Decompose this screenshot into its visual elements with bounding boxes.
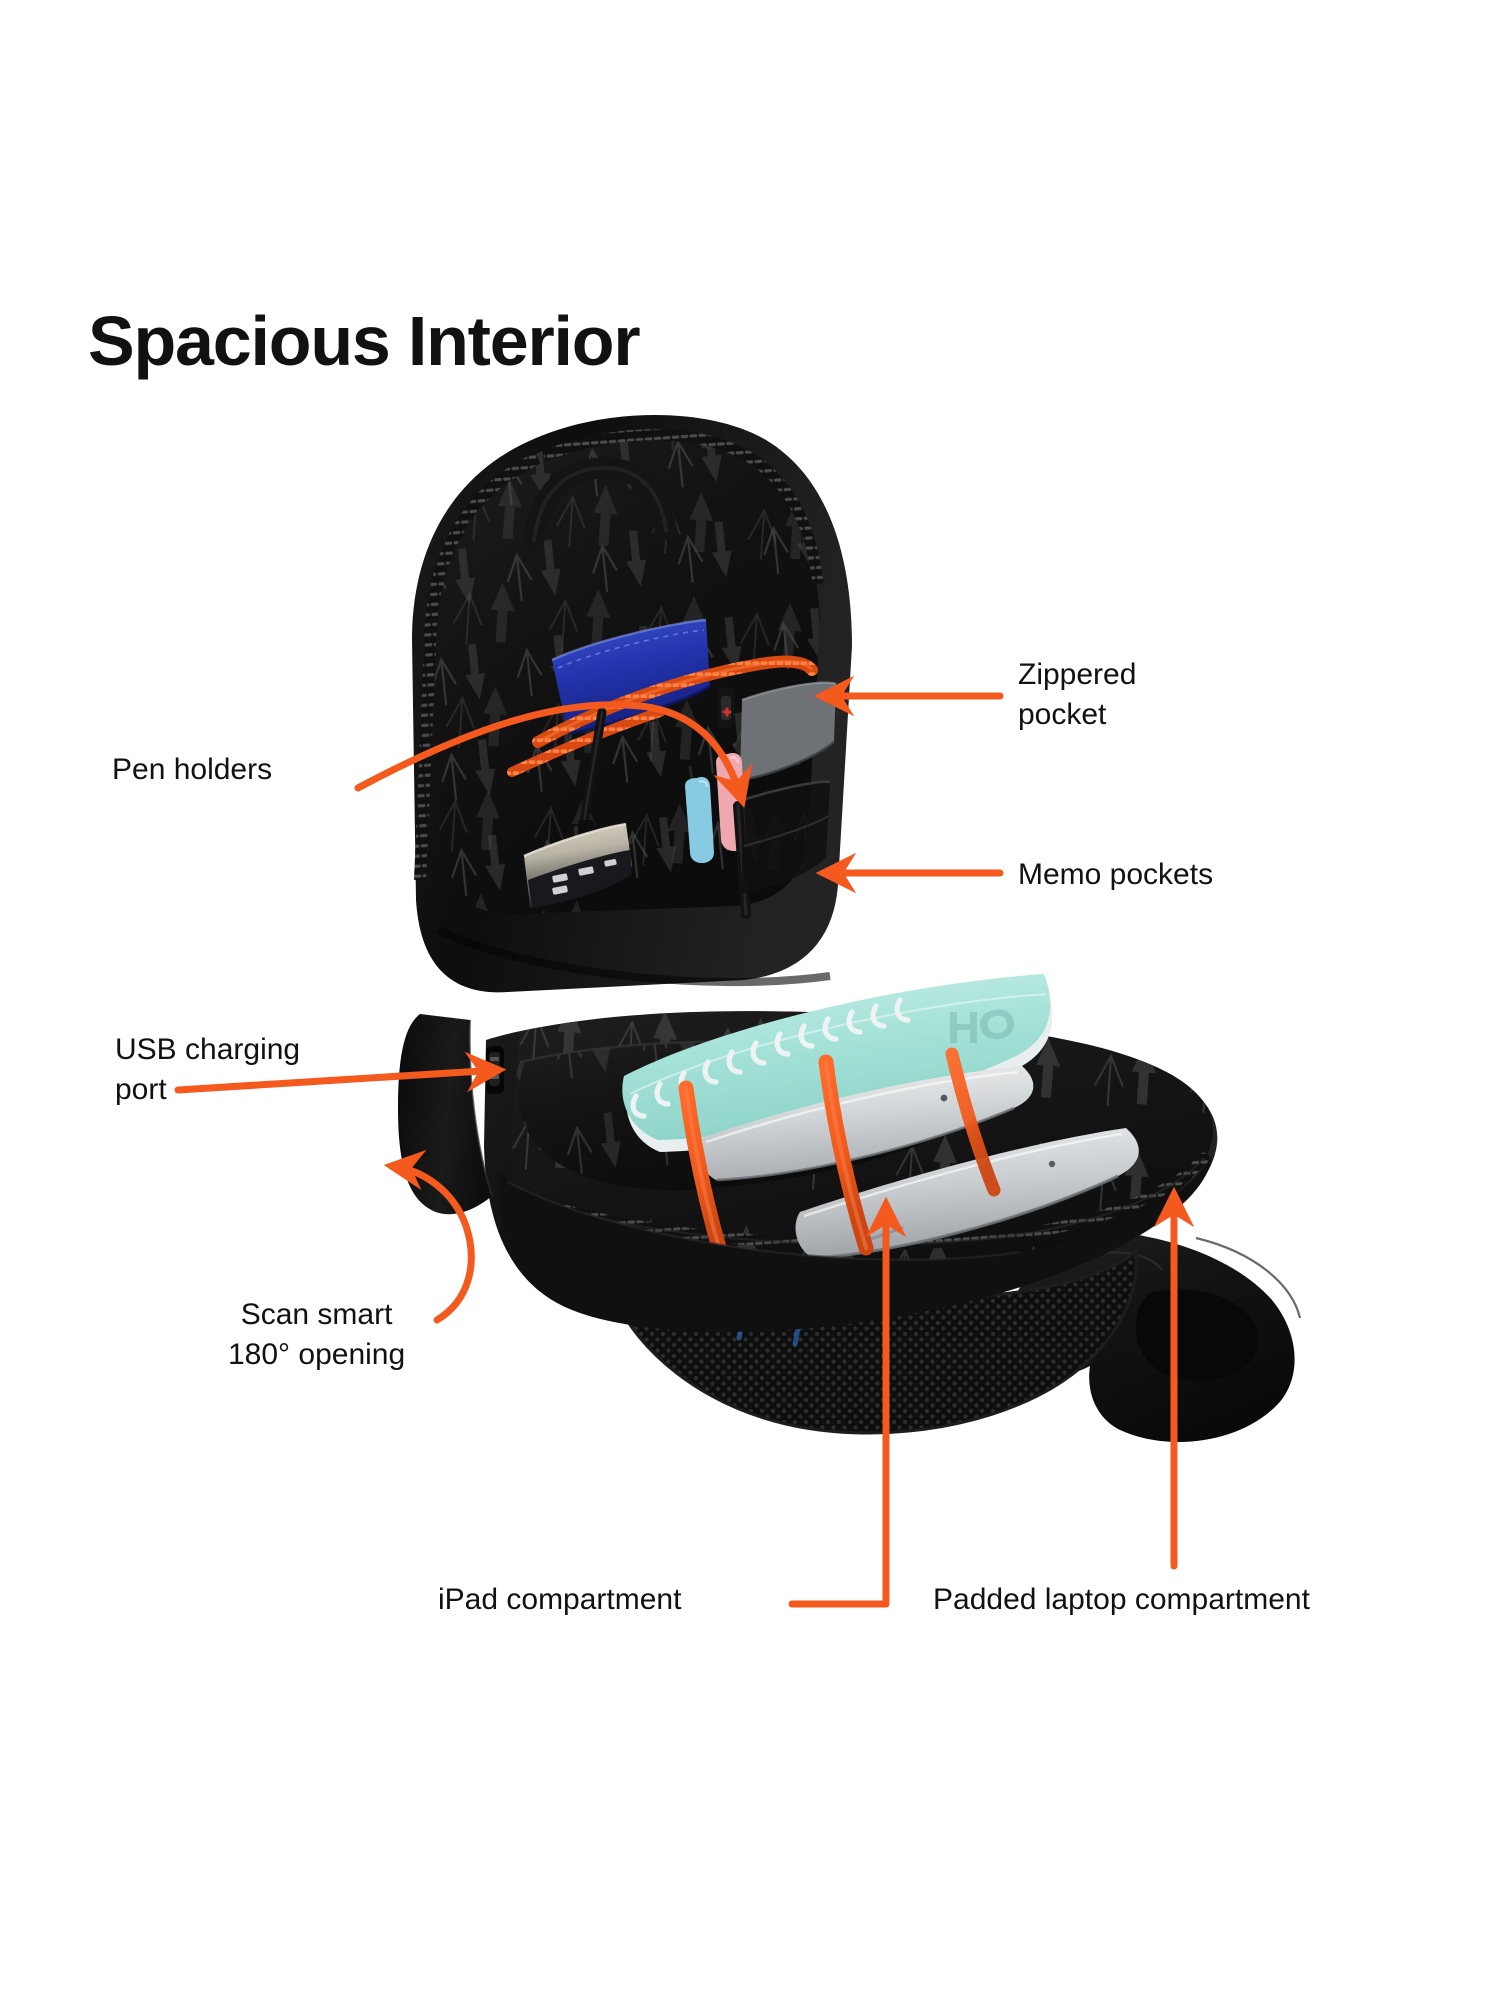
upper-compartment-lid	[412, 414, 852, 993]
callout-label-ipad-compartment: iPad compartment	[438, 1583, 682, 1616]
callout-line-2: 180° opening	[228, 1337, 406, 1371]
callout-line-1: USB charging	[115, 1033, 301, 1066]
top-handle	[523, 457, 677, 551]
callout-line-2: port	[115, 1072, 167, 1106]
elastic-straps	[678, 1047, 1001, 1266]
callout-line-2: pocket	[1018, 697, 1107, 731]
callout-line-1: Zippered	[1018, 658, 1137, 691]
usb-port	[486, 1046, 504, 1094]
callout-label-zippered-pocket: Zippered pocket	[1018, 655, 1136, 734]
notebook	[622, 974, 1053, 1152]
callout-label-memo-pockets: Memo pockets	[1018, 858, 1214, 891]
callout-label-padded-laptop-compartment: Padded laptop compartment	[933, 1583, 1310, 1616]
callout-label-usb-charging-port: USB charging port	[115, 1030, 300, 1109]
power-bank	[523, 822, 633, 908]
zipper-pull	[718, 688, 734, 728]
callout-label-pen-holders: Pen holders	[112, 753, 273, 786]
callout-line-1: Scan smart	[240, 1298, 393, 1331]
memo-pockets	[741, 780, 831, 894]
callout-label-scan-smart: Scan smart 180° opening	[228, 1295, 405, 1374]
page-title: Spacious Interior	[88, 302, 641, 380]
